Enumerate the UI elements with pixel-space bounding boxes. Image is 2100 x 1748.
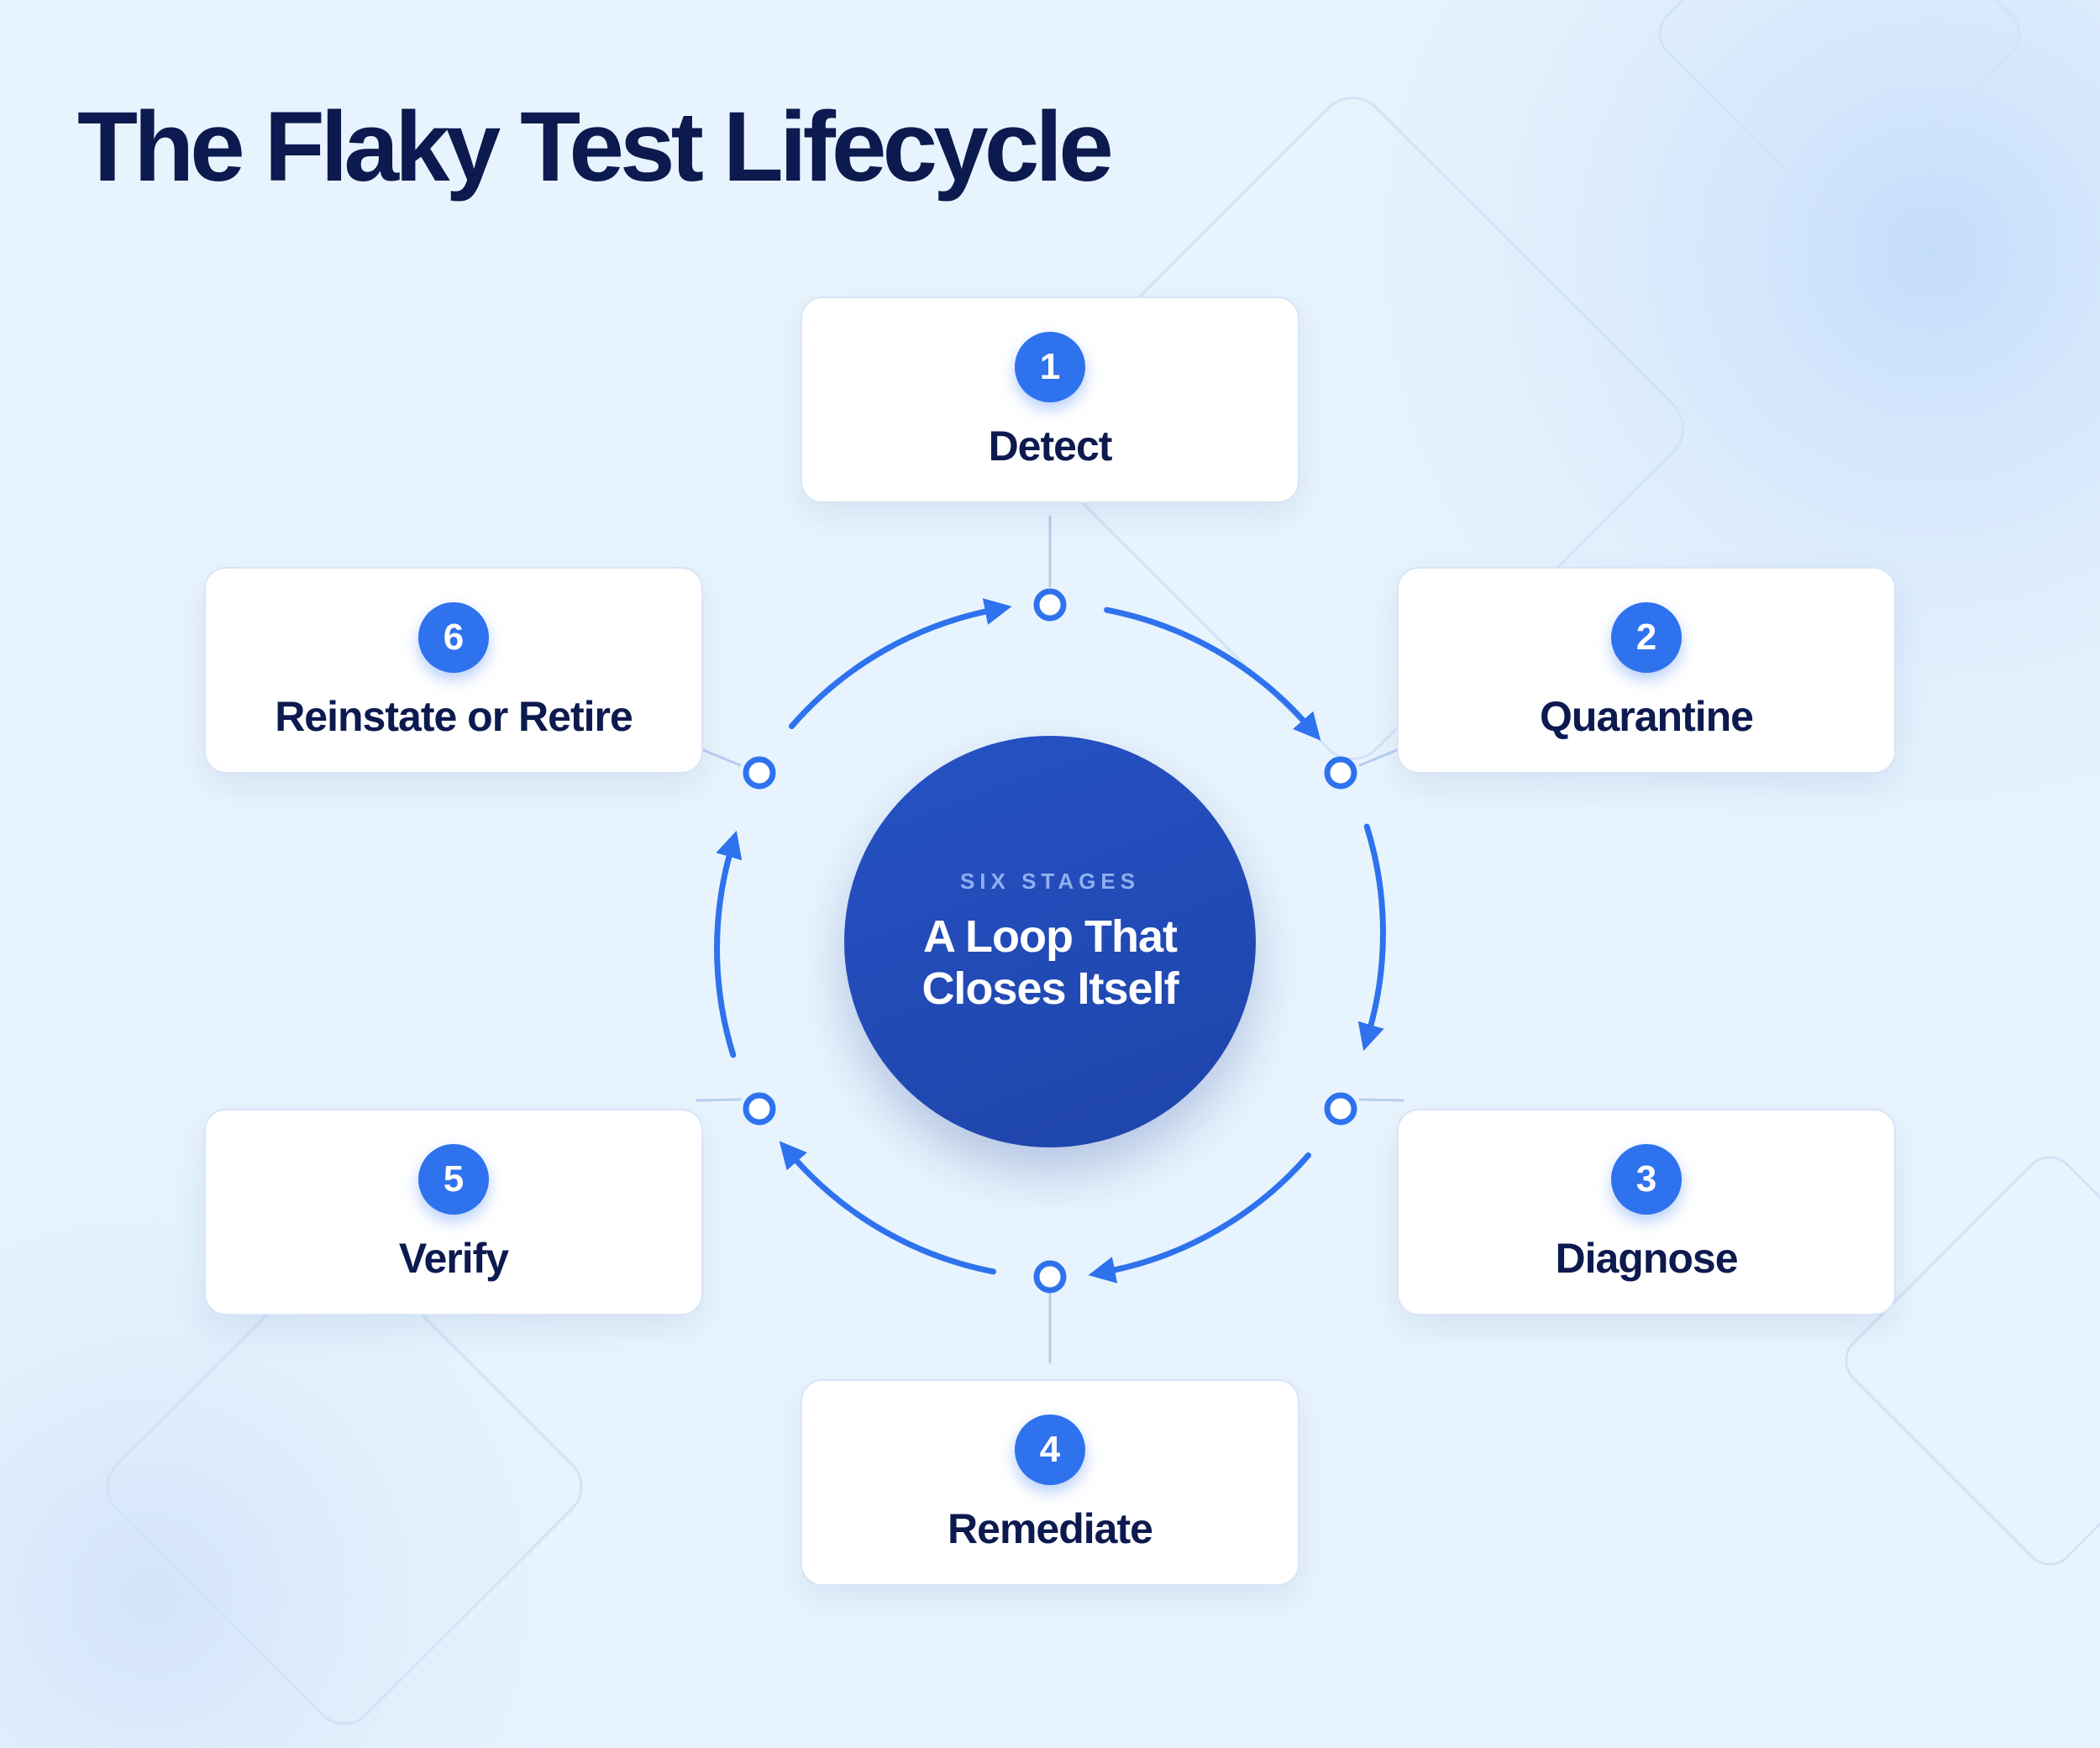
center-hub: SIX STAGES A Loop That Closes Itself (844, 736, 1256, 1147)
arrow-reinstate-to-detect (789, 598, 1012, 730)
stage-number-badge: 3 (1611, 1144, 1682, 1215)
stage-label: Quarantine (1540, 693, 1754, 740)
stage-number-badge: 2 (1611, 602, 1682, 673)
stage-card-verify: 5 Verify (204, 1109, 703, 1315)
node-quarantine (1324, 756, 1357, 790)
stage-card-remediate: 4 Remediate (801, 1379, 1299, 1586)
hub-kicker: SIX STAGES (959, 869, 1141, 894)
connector-quarantine (1358, 746, 1404, 767)
stage-card-reinstate-or-retire: 6 Reinstate or Retire (204, 567, 703, 774)
stage-card-quarantine: 2 Quarantine (1397, 567, 1896, 774)
arrow-quarantine-to-diagnose (1357, 823, 1386, 1052)
node-detect (1033, 588, 1067, 622)
stage-number-badge: 1 (1015, 332, 1085, 402)
stage-label: Reinstate or Retire (275, 693, 633, 740)
node-reinstate (743, 756, 776, 790)
hub-title: A Loop That Closes Itself (921, 911, 1179, 1014)
arrow-remediate-to-verify (779, 1141, 996, 1275)
page-title: The Flaky Test Lifecycle (77, 92, 1114, 202)
stage-label: Diagnose (1555, 1235, 1738, 1282)
arrow-detect-to-quarantine (1104, 606, 1321, 741)
node-remediate (1033, 1260, 1067, 1294)
stage-number-badge: 4 (1015, 1415, 1085, 1485)
stage-card-detect: 1 Detect (801, 297, 1299, 503)
arrow-verify-to-reinstate (714, 830, 743, 1058)
arrow-diagnose-to-remediate (1088, 1152, 1311, 1283)
stage-number-badge: 6 (418, 602, 489, 673)
node-diagnose (1324, 1092, 1357, 1126)
stage-number-badge: 5 (418, 1144, 489, 1215)
stage-label: Detect (988, 423, 1113, 470)
node-verify (743, 1092, 776, 1126)
stage-label: Verify (398, 1235, 509, 1282)
stage-label: Remediate (948, 1505, 1153, 1552)
stage-card-diagnose: 3 Diagnose (1397, 1109, 1896, 1315)
connector-reinstate (696, 746, 742, 767)
